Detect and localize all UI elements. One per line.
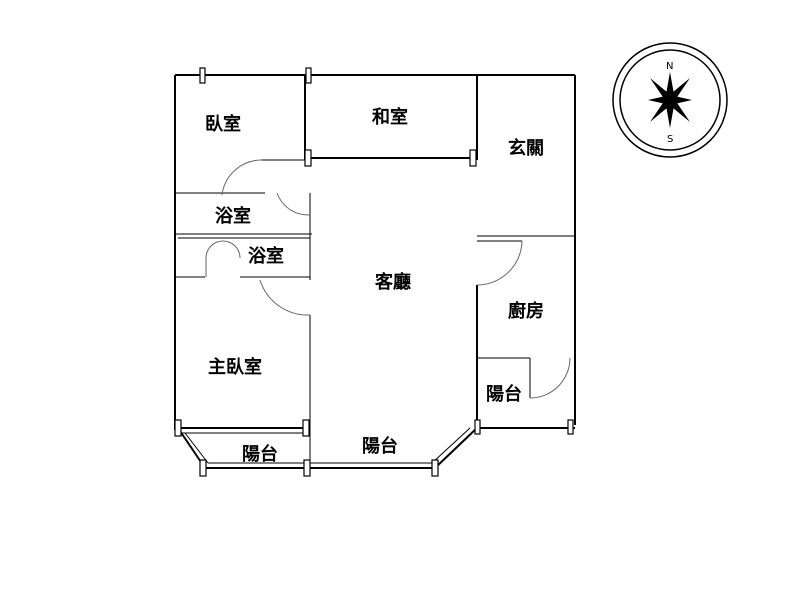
doors (205, 159, 571, 399)
label-living-room: 客廳 (375, 271, 411, 293)
label-balcony-right: 陽台 (486, 383, 522, 405)
compass-north: N (666, 61, 673, 72)
label-master-bedroom: 主臥室 (208, 356, 262, 378)
label-bedroom: 臥室 (205, 113, 241, 135)
window-markers (174, 67, 574, 477)
room-labels: 臥室 和室 玄關 浴室 浴室 客廳 廚房 主臥室 陽台 陽台 陽台 (205, 106, 544, 465)
label-balcony-left: 陽台 (242, 443, 278, 465)
label-balcony-center: 陽台 (362, 435, 398, 457)
label-japanese-room: 和室 (372, 106, 408, 128)
label-kitchen: 廚房 (508, 300, 544, 322)
compass-south: S (667, 134, 673, 145)
label-bathroom-1: 浴室 (215, 205, 251, 227)
label-bathroom-2: 浴室 (248, 245, 284, 267)
label-entrance: 玄關 (508, 137, 544, 159)
compass-icon: N S (612, 42, 728, 158)
